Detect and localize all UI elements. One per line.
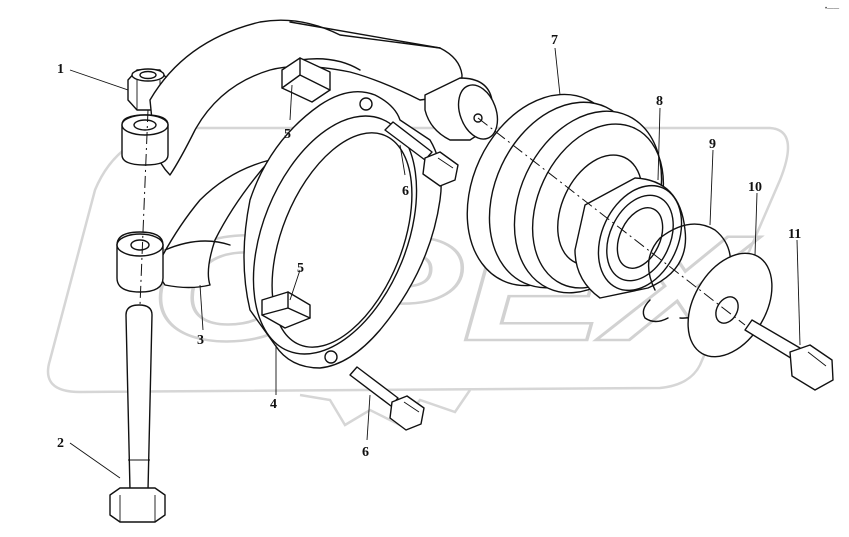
center-lines: [139, 109, 746, 326]
callout-2: 2: [57, 436, 64, 451]
part-5-clip-lower: [261, 291, 311, 329]
spacer-upper: [121, 114, 169, 166]
callout-5-lower: 5: [297, 261, 304, 276]
leader-lines: [69, 47, 801, 479]
callout-1: 1: [57, 62, 64, 77]
spacer-lower: [116, 231, 164, 293]
part-6-bolt-upper: [384, 121, 459, 187]
part-6-bolt-lower: [349, 366, 425, 431]
callout-9: 9: [709, 137, 716, 152]
callout-3: 3: [197, 333, 204, 348]
part-3-bracket-arm: [149, 19, 463, 289]
callout-8: 8: [656, 94, 663, 109]
part-11-bolt: [744, 319, 834, 391]
shaft-boss: [424, 77, 499, 141]
callout-6-lower: 6: [362, 445, 369, 460]
part-8-bearing: [574, 177, 687, 299]
callout-4: 4: [270, 397, 277, 412]
callout-11: 11: [788, 227, 801, 242]
part-2-long-bolt: [109, 304, 166, 523]
callout-5-upper: 5: [284, 127, 291, 142]
callout-7: 7: [551, 33, 558, 48]
part-5-clip-upper: [281, 57, 331, 103]
callout-6-upper: 6: [402, 184, 409, 199]
callouts: 1 2 3 4 5 5 6 6 7 8 9 10 11: [57, 33, 801, 460]
corner-mark: •——: [825, 6, 839, 12]
callout-10: 10: [748, 180, 762, 195]
